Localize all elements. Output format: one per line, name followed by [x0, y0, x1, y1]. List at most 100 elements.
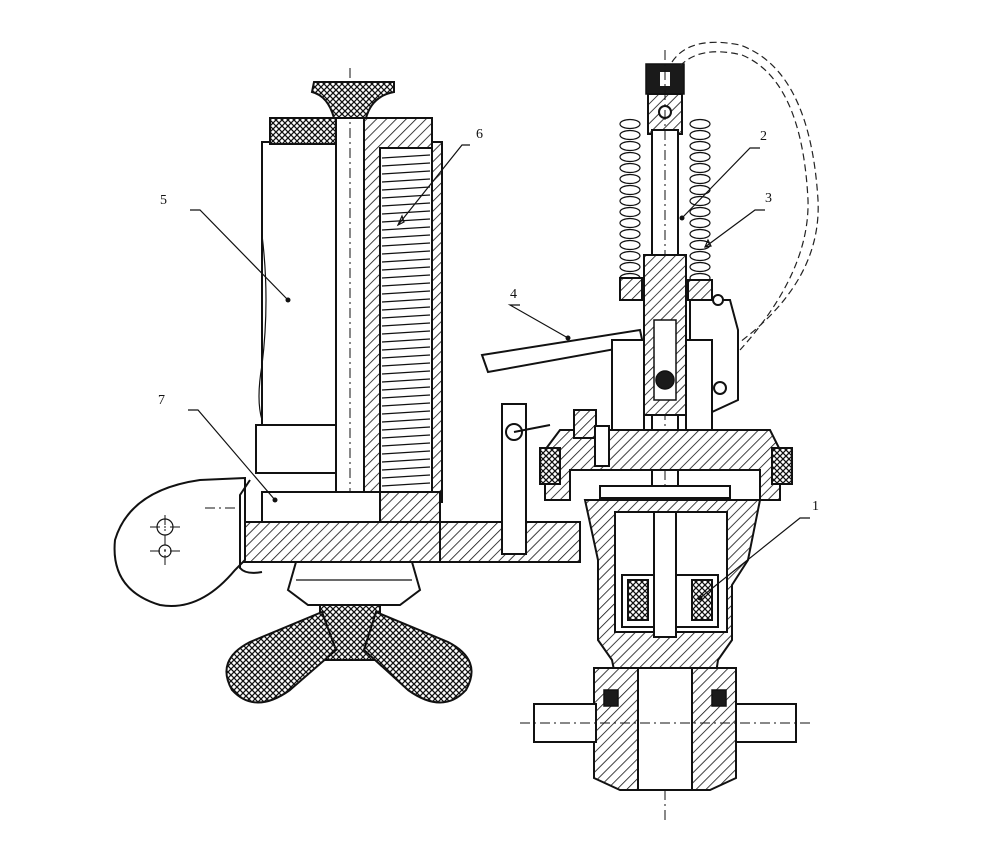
left-assembly	[113, 68, 561, 704]
spring-coil	[689, 173, 711, 185]
spring-coil	[689, 217, 711, 229]
spring-coil	[381, 458, 431, 463]
spring-coil	[381, 306, 431, 311]
left-base-insert-hatch	[379, 491, 441, 523]
spring-coil	[619, 118, 641, 130]
valve-mid-body	[611, 339, 645, 431]
spring-coil	[619, 151, 641, 163]
spring-coil	[381, 194, 431, 199]
flexible-hose	[671, 41, 819, 343]
spring-coil	[381, 266, 431, 271]
spring-coil	[619, 239, 641, 251]
connecting-arm	[439, 403, 581, 563]
spring-coil	[381, 482, 431, 487]
spring-coil	[381, 282, 431, 287]
spring-coil	[689, 118, 711, 130]
stem-ball	[655, 370, 675, 390]
spring-coil	[619, 162, 641, 174]
left-wing-handle	[225, 610, 338, 704]
flange-bolt-left	[539, 447, 561, 485]
callout-1: 1	[812, 499, 819, 514]
spring-coil	[619, 129, 641, 141]
spring-coil	[381, 250, 431, 255]
callout-7: 7	[158, 393, 165, 408]
spring-coil	[689, 228, 711, 240]
spring-coil	[619, 184, 641, 196]
spring-coil	[619, 217, 641, 229]
spring-coil	[381, 418, 431, 423]
spring-coil	[381, 346, 431, 351]
spring-coil	[381, 202, 431, 207]
spring-coil	[381, 330, 431, 335]
right-wing-handle	[362, 610, 473, 704]
spring-coil	[381, 434, 431, 439]
left-lock-nut	[286, 561, 422, 606]
spring-coil	[619, 228, 641, 240]
spring-coil	[689, 140, 711, 152]
spring-coil	[381, 410, 431, 415]
callout-6: 6	[476, 127, 483, 142]
flange-screw-top-b	[594, 425, 610, 467]
spring-coil	[619, 206, 641, 218]
spring-coil	[381, 274, 431, 279]
spring-coil	[689, 184, 711, 196]
spring-coil	[619, 140, 641, 152]
valve-upper-collar	[619, 277, 643, 301]
spring-coil	[381, 402, 431, 407]
spring-coil	[381, 226, 431, 231]
spring-coil	[689, 162, 711, 174]
spring-coil	[381, 298, 431, 303]
spring-coil	[619, 173, 641, 185]
spring-coil	[689, 129, 711, 141]
cylinder-body	[261, 141, 345, 473]
spring-coil	[689, 206, 711, 218]
leader-lines	[188, 144, 810, 601]
left-base-insert	[261, 491, 383, 523]
spring-coil	[381, 154, 431, 159]
spring-coils	[381, 154, 431, 487]
spring-coil	[381, 394, 431, 399]
spring-coil	[689, 151, 711, 163]
spring-coil	[381, 290, 431, 295]
spring-coil	[381, 314, 431, 319]
cam-plate	[113, 476, 246, 607]
spring-coil	[381, 426, 431, 431]
spring-coil	[381, 338, 431, 343]
callout-3: 3	[765, 191, 772, 206]
spring-coil	[381, 322, 431, 327]
callout-2: 2	[760, 129, 767, 144]
left-shaft-cap	[310, 81, 395, 119]
spring-coil	[689, 250, 711, 262]
spring-coil	[381, 466, 431, 471]
spring-coil	[689, 261, 711, 273]
valve-upper-collar-right	[687, 279, 713, 301]
spring-coil	[381, 258, 431, 263]
spring-coil	[381, 442, 431, 447]
spring-coil	[381, 354, 431, 359]
spring-coil	[381, 378, 431, 383]
spring-coil	[381, 218, 431, 223]
spring-coil	[689, 195, 711, 207]
cylinder-top-knurl	[269, 117, 341, 145]
spring-coil	[381, 370, 431, 375]
spring-coil	[381, 186, 431, 191]
callout-4: 4	[510, 287, 517, 302]
spring-coil	[381, 362, 431, 367]
spring-coil	[381, 170, 431, 175]
spring-coil	[381, 162, 431, 167]
spring-coil	[619, 250, 641, 262]
coupling-bore	[637, 667, 693, 791]
spring-coil	[381, 210, 431, 215]
hook-bracket	[239, 479, 263, 574]
spring-coil	[619, 261, 641, 273]
valve-mid-body-right	[685, 339, 713, 431]
valve-plate	[599, 485, 731, 499]
spring-coil	[619, 195, 641, 207]
spring-coil	[381, 474, 431, 479]
flange-screw-top	[573, 409, 597, 439]
callout-5: 5	[160, 193, 167, 208]
cylinder-wavy-edge	[258, 234, 267, 421]
flange-bolt-right	[771, 447, 793, 485]
right-valve-assembly	[480, 41, 819, 820]
